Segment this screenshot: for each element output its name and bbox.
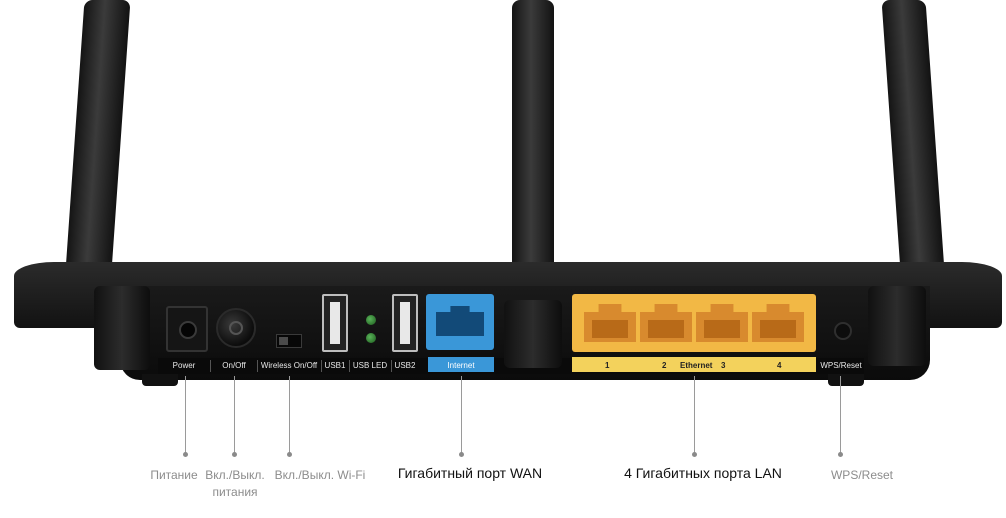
- label-onoff: On/Off: [222, 361, 246, 370]
- callout-dot-onoff: [232, 452, 237, 457]
- wifi-switch: [276, 334, 302, 348]
- power-button: [216, 308, 256, 348]
- callout-line-wifi: [289, 376, 290, 454]
- power-jack: [166, 306, 208, 352]
- left-antenna-base: [94, 286, 150, 370]
- callout-wan: Гигабитный порт WAN: [397, 465, 543, 481]
- callout-dot-power: [183, 452, 188, 457]
- callout-dot-wifi: [287, 452, 292, 457]
- label-usb2: USB2: [394, 361, 416, 370]
- label-usb1: USB1: [324, 361, 346, 370]
- callout-wps: WPS/Reset: [830, 468, 893, 482]
- center-antenna-base: [504, 300, 562, 368]
- label-usb-led: USB LED: [352, 361, 388, 370]
- usb-led-1: [366, 315, 376, 325]
- callout-wifi: Вкл./Выкл. Wi-Fi: [274, 468, 366, 482]
- label-divider: [321, 360, 322, 372]
- callout-dot-wan: [459, 452, 464, 457]
- left-foot: [142, 374, 178, 386]
- callout-onoff-line2: питания: [212, 485, 258, 499]
- right-foot: [828, 374, 864, 386]
- callout-line-wps: [840, 376, 841, 454]
- right-antenna: [881, 0, 947, 300]
- callout-power: Питание: [150, 468, 198, 482]
- callout-dot-wps: [838, 452, 843, 457]
- usb2-port: [392, 294, 418, 352]
- callout-line-wan: [461, 376, 462, 454]
- wan-port: [426, 294, 494, 350]
- label-internet: Internet: [447, 361, 475, 370]
- callout-onoff-line1: Вкл./Выкл.: [205, 468, 265, 482]
- wps-reset-button: [834, 322, 852, 340]
- wan-label-strip: [428, 357, 494, 372]
- callout-dot-lan: [692, 452, 697, 457]
- label-lan-3: 3: [721, 361, 726, 370]
- left-antenna: [63, 0, 131, 300]
- label-lan-1: 1: [605, 361, 610, 370]
- label-lan-4: 4: [777, 361, 782, 370]
- callout-line-lan: [694, 376, 695, 454]
- lan-label-strip: [572, 357, 816, 372]
- label-wireless: Wireless On/Off: [260, 361, 318, 370]
- callout-line-power: [185, 376, 186, 454]
- label-divider: [391, 360, 392, 372]
- label-divider: [210, 360, 211, 372]
- label-divider: [257, 360, 258, 372]
- callout-lan: 4 Гигабитных порта LAN: [624, 465, 782, 481]
- callout-onoff: Вкл./Выкл. питания: [200, 467, 270, 501]
- callout-line-onoff: [234, 376, 235, 454]
- usb1-port: [322, 294, 348, 352]
- label-lan-2: 2: [662, 361, 667, 370]
- label-divider: [349, 360, 350, 372]
- right-antenna-base: [868, 286, 926, 366]
- usb-led-2: [366, 333, 376, 343]
- label-ethernet: Ethernet: [680, 361, 713, 370]
- label-wps-reset: WPS/Reset: [820, 361, 862, 370]
- label-power: Power: [172, 361, 196, 370]
